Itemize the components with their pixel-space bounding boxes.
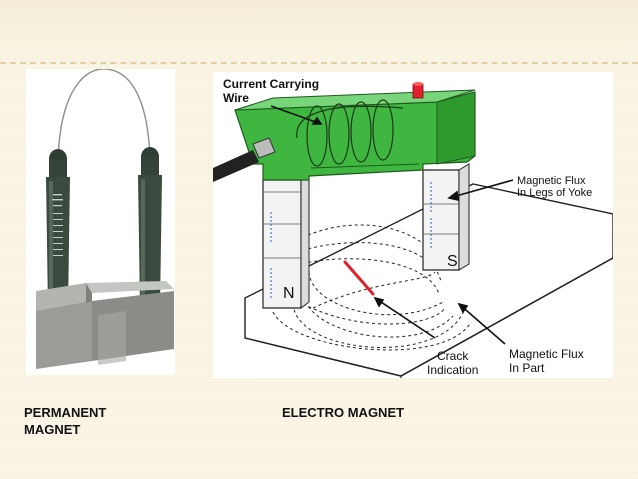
diagram-label-current: Current Carrying Wire <box>223 77 319 105</box>
yoke-green-body <box>234 89 476 181</box>
label-flux-yoke-line1: Magnetic Flux <box>517 175 586 187</box>
magnet-left-leg <box>46 149 70 309</box>
label-crack-line2: Indication <box>427 363 478 377</box>
yoke-right-leg <box>422 163 470 271</box>
electro-magnet-caption: ELECTRO MAGNET <box>282 405 405 420</box>
permanent-caption-line1: PERMANENT <box>24 405 107 420</box>
slide-header-band <box>0 0 638 60</box>
coil-windings <box>296 99 404 167</box>
magnet-wire-loop <box>57 68 151 162</box>
pole-n-label: N <box>283 285 295 302</box>
power-cable <box>213 137 276 182</box>
permanent-magnet-caption: PERMANENT MAGNET <box>24 404 154 438</box>
label-current-line2: Wire <box>223 91 249 105</box>
permanent-caption-line2: MAGNET <box>24 422 81 437</box>
magnet-right-leg <box>138 147 162 307</box>
label-flux-yoke-line2: In Legs of Yoke <box>517 187 592 199</box>
label-flux-part-line2: In Part <box>509 361 545 375</box>
permanent-magnet-photo <box>26 68 175 375</box>
header-divider <box>0 62 638 64</box>
diagram-label-crack: Crack Indication <box>427 349 478 377</box>
electromagnet-yoke-diagram: N S Current Carrying Wire Magnetic Flux … <box>213 72 614 378</box>
label-current-line1: Current Carrying <box>223 77 319 91</box>
label-crack-line1: Crack <box>437 349 469 363</box>
pole-s-label: S <box>447 253 458 270</box>
label-flux-part-line1: Magnetic Flux <box>509 347 584 361</box>
diagram-label-flux-yoke: Magnetic Flux In Legs of Yoke <box>517 175 592 199</box>
flux-lines-in-part <box>272 224 472 351</box>
magnet-steel-base <box>36 281 174 369</box>
crack-indication-mark <box>343 260 375 296</box>
callout-arrows <box>270 105 514 345</box>
diagram-label-flux-part: Magnetic Flux In Part <box>509 347 584 375</box>
red-switch <box>412 82 424 99</box>
